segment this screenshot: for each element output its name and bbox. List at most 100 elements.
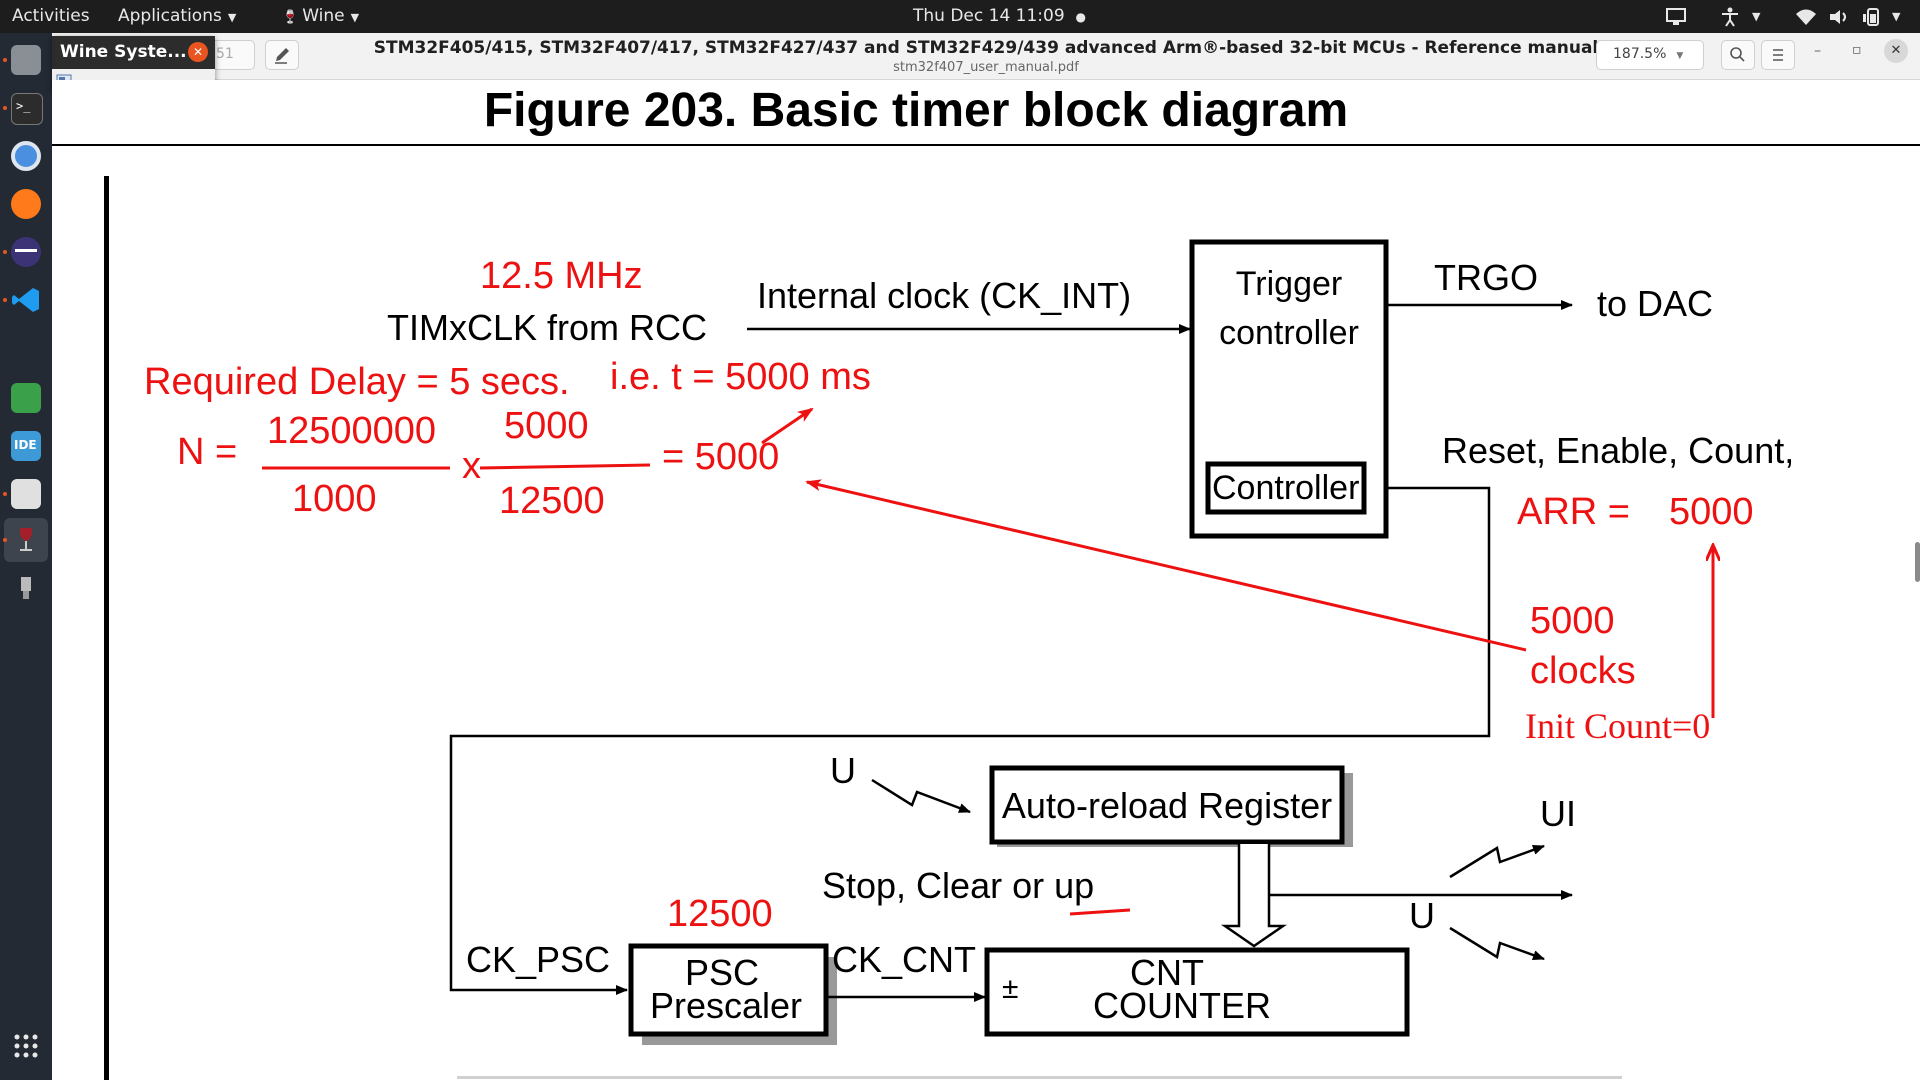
wine-menu[interactable]: 🍷 Wine ▼	[282, 6, 359, 26]
u-label-arr: U	[830, 750, 856, 791]
applications-menu[interactable]: Applications ▼	[118, 6, 236, 26]
annotation-arr: ARR =	[1517, 491, 1630, 533]
hamburger-icon	[1762, 41, 1794, 69]
chevron-down-icon[interactable]: ▼	[1752, 10, 1760, 23]
eclipse-icon[interactable]	[11, 237, 41, 267]
annotation-numerator-2: 5000	[504, 405, 589, 447]
chevron-down-icon: ▼	[1676, 51, 1683, 61]
zoom-select[interactable]: 187.5% ▼	[1596, 40, 1704, 70]
screen-icon[interactable]	[1665, 7, 1687, 27]
volume-icon[interactable]	[1828, 8, 1850, 26]
ui-label: UI	[1540, 793, 1576, 834]
search-icon	[1722, 41, 1754, 69]
zoom-value: 187.5%	[1613, 46, 1666, 62]
u-label-out: U	[1409, 895, 1435, 936]
stop-clear-text: Stop, Clear or	[822, 865, 1054, 906]
annotation-arrow-to-time	[762, 409, 812, 443]
frame-left-border	[104, 176, 109, 1080]
annotation-denominator-1: 1000	[292, 478, 377, 520]
wine-glass-icon: 🍷	[282, 10, 298, 25]
annotation-frequency: 12.5 MHz	[480, 255, 643, 297]
annotation-arrow-clocks-to-result	[807, 482, 1526, 650]
wine-popup-header: Wine Syste... ✕	[52, 36, 215, 69]
wifi-icon[interactable]	[1795, 8, 1817, 26]
running-indicator	[3, 538, 7, 542]
clock-label: Thu Dec 14 11:09	[913, 6, 1065, 26]
accessibility-icon[interactable]	[1720, 6, 1740, 28]
wine-popup-title: Wine Syste...	[60, 42, 187, 62]
trigger-label: Trigger	[1236, 265, 1342, 303]
running-indicator	[3, 492, 7, 496]
red-annotations: 12.5 MHz Required Delay = 5 secs. i.e. t…	[144, 255, 1754, 935]
auto-reload-label: Auto-reload Register	[1002, 785, 1332, 826]
running-indicator	[3, 58, 7, 62]
prescaler-label: Prescaler	[650, 985, 802, 1026]
annotation-numerator-1: 12500000	[267, 410, 436, 452]
annotation-denominator-2: 12500	[499, 480, 605, 522]
vscode-icon[interactable]	[11, 285, 41, 315]
plus-minus-label: ±	[1002, 972, 1018, 1005]
timxclk-label: TIMxCLK from RCC	[387, 307, 707, 348]
document-header-bar: 51 STM32F405/415, STM32F407/417, STM32F4…	[52, 33, 1920, 80]
annotation-time: i.e. t = 5000 ms	[610, 356, 871, 398]
activities-button[interactable]: Activities	[12, 6, 90, 26]
search-button[interactable]	[1721, 40, 1755, 70]
minimize-button[interactable]: –	[1814, 43, 1821, 59]
wine-popup-close-button[interactable]: ✕	[188, 42, 208, 62]
notification-dot-icon: ●	[1075, 10, 1085, 24]
menu-button[interactable]	[1761, 40, 1795, 70]
to-dac-label: to DAC	[1597, 283, 1713, 324]
app-grid-icon[interactable]	[11, 1031, 41, 1061]
top-bar: Activities Applications ▼ 🍷 Wine ▼ Thu Dec …	[0, 0, 1920, 33]
chevron-down-icon[interactable]: ▼	[1892, 10, 1900, 23]
trigger-controller-label: controller	[1219, 314, 1359, 352]
close-window-button[interactable]: ✕	[1884, 39, 1908, 63]
running-indicator	[3, 106, 7, 110]
controller-box-label: Controller	[1212, 469, 1359, 507]
annotation-n-equals: N =	[177, 431, 237, 473]
annotation-required-delay: Required Delay = 5 secs.	[144, 361, 570, 403]
restore-button[interactable]: ▫	[1852, 42, 1862, 58]
update-event-arrow-arr	[872, 780, 970, 812]
battery-icon[interactable]	[1860, 6, 1882, 28]
firefox-icon[interactable]	[11, 189, 41, 219]
running-indicator	[3, 250, 7, 254]
chromium-icon[interactable]	[11, 141, 41, 171]
applications-label: Applications	[118, 6, 222, 26]
files-icon[interactable]	[11, 45, 41, 75]
ide-icon-label: IDE	[14, 438, 37, 452]
clock[interactable]: Thu Dec 14 11:09 ●	[913, 6, 1086, 26]
dock: >_ IDE	[0, 33, 52, 1080]
chevron-down-icon: ▼	[351, 11, 359, 24]
stop-clear-label: Stop, Clear or up	[822, 865, 1094, 906]
ide-icon[interactable]: IDE	[11, 431, 41, 461]
reset-enable-count-label: Reset, Enable, Count,	[1442, 430, 1794, 471]
wine-label: Wine	[302, 6, 344, 26]
running-indicator	[3, 298, 7, 302]
block-diagram: Trigger controller Controller TIMxCLK fr…	[52, 80, 1920, 1080]
internal-clock-label: Internal clock (CK_INT)	[757, 275, 1131, 316]
chevron-down-icon: ▼	[228, 11, 236, 24]
update-interrupt-arrow	[1450, 846, 1544, 877]
annotation-arr-value: 5000	[1669, 491, 1754, 533]
wine-icon[interactable]	[11, 525, 41, 555]
trgo-label: TRGO	[1434, 257, 1538, 298]
annotation-times: x	[462, 445, 481, 487]
fraction-bar-2	[480, 465, 650, 468]
ck-psc-label: CK_PSC	[466, 939, 610, 980]
page-bottom-edge	[457, 1076, 1622, 1079]
update-event-arrow-out	[1450, 928, 1544, 959]
document-viewer-icon[interactable]	[11, 479, 41, 509]
annotation-init-count: Init Count=0	[1525, 706, 1710, 746]
terminal-icon[interactable]: >_	[11, 93, 43, 125]
annotation-psc-value: 12500	[667, 893, 773, 935]
document-page: Figure 203. Basic timer block diagram Tr…	[52, 80, 1920, 1080]
annotation-clocks-number: 5000	[1530, 600, 1615, 642]
spreadsheet-icon[interactable]	[11, 383, 41, 413]
control-signal-line	[451, 488, 1489, 990]
usb-icon[interactable]	[11, 573, 41, 603]
up-underline	[1070, 910, 1130, 914]
stop-clear-up-text: up	[1054, 865, 1094, 906]
annotation-clocks-word: clocks	[1530, 650, 1636, 692]
ck-cnt-label: CK_CNT	[832, 939, 976, 980]
